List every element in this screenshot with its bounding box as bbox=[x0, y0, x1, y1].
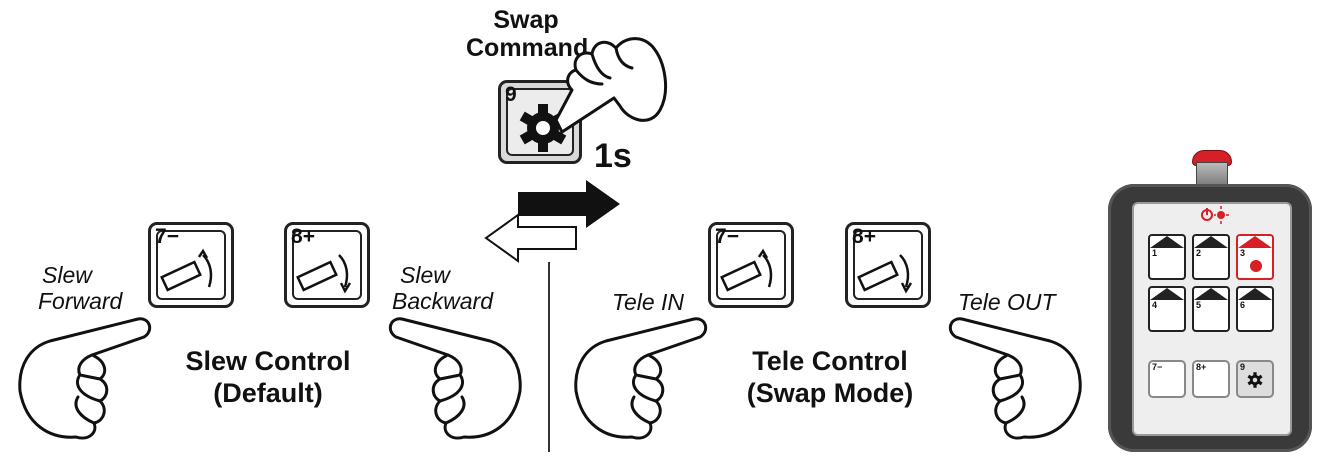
pointing-hand-icon bbox=[388, 317, 522, 440]
boom-icon bbox=[160, 248, 213, 292]
remote-button-5[interactable]: 5 bbox=[1192, 286, 1230, 332]
boom-icon bbox=[296, 254, 352, 294]
arrow-right-icon bbox=[518, 180, 620, 228]
pointing-hand-icon bbox=[574, 317, 708, 440]
gear-icon bbox=[1247, 372, 1263, 388]
tele-in-label: Tele IN bbox=[612, 289, 685, 315]
key-8-plus-tele[interactable]: 8+ bbox=[845, 222, 931, 308]
remote-button-3[interactable]: 3 bbox=[1236, 234, 1274, 280]
pointing-hand-icon bbox=[948, 317, 1082, 440]
remote-controller: 1 2 3 4 5 6 7− 8+ 9 bbox=[1104, 150, 1316, 454]
key-number: 9 bbox=[505, 83, 517, 106]
swap-command-title: Swap Command bbox=[466, 6, 589, 62]
section-divider bbox=[548, 262, 550, 452]
remote-button-9[interactable]: 9 bbox=[1236, 360, 1274, 398]
remote-button-2[interactable]: 2 bbox=[1192, 234, 1230, 280]
key-number: 7− bbox=[715, 225, 739, 248]
key-7-minus-tele[interactable]: 7− bbox=[708, 222, 794, 308]
remote-button-6[interactable]: 6 bbox=[1236, 286, 1274, 332]
hold-time: 1s bbox=[594, 137, 632, 175]
slew-control-title: Slew Control (Default) bbox=[185, 346, 351, 408]
key-7-minus-slew[interactable]: 7− bbox=[148, 222, 234, 308]
remote-button-4[interactable]: 4 bbox=[1148, 286, 1186, 332]
arrow-left-icon bbox=[484, 213, 577, 263]
estop-collar bbox=[1196, 162, 1228, 188]
boom-icon bbox=[857, 254, 913, 294]
remote-button-8[interactable]: 8+ bbox=[1192, 360, 1230, 398]
swap-title-line1: Swap bbox=[493, 6, 559, 34]
tele-control-title: Tele Control (Swap Mode) bbox=[746, 346, 914, 408]
pointing-hand-icon bbox=[18, 317, 152, 440]
boom-icon bbox=[720, 248, 773, 292]
tele-out-label: Tele OUT bbox=[958, 289, 1056, 315]
key-number: 8+ bbox=[291, 225, 315, 248]
slew-forward-label: Slew Forward bbox=[38, 262, 123, 314]
remote-button-1[interactable]: 1 bbox=[1148, 234, 1186, 280]
slew-backward-label: Slew Backward bbox=[392, 262, 493, 314]
pointing-hand-icon bbox=[554, 37, 667, 134]
key-number: 7− bbox=[155, 225, 179, 248]
remote-button-7[interactable]: 7− bbox=[1148, 360, 1186, 398]
key-8-plus-slew[interactable]: 8+ bbox=[284, 222, 370, 308]
power-icon bbox=[1201, 206, 1229, 224]
swap-title-line2: Command bbox=[466, 34, 589, 62]
key-number: 8+ bbox=[852, 225, 876, 248]
